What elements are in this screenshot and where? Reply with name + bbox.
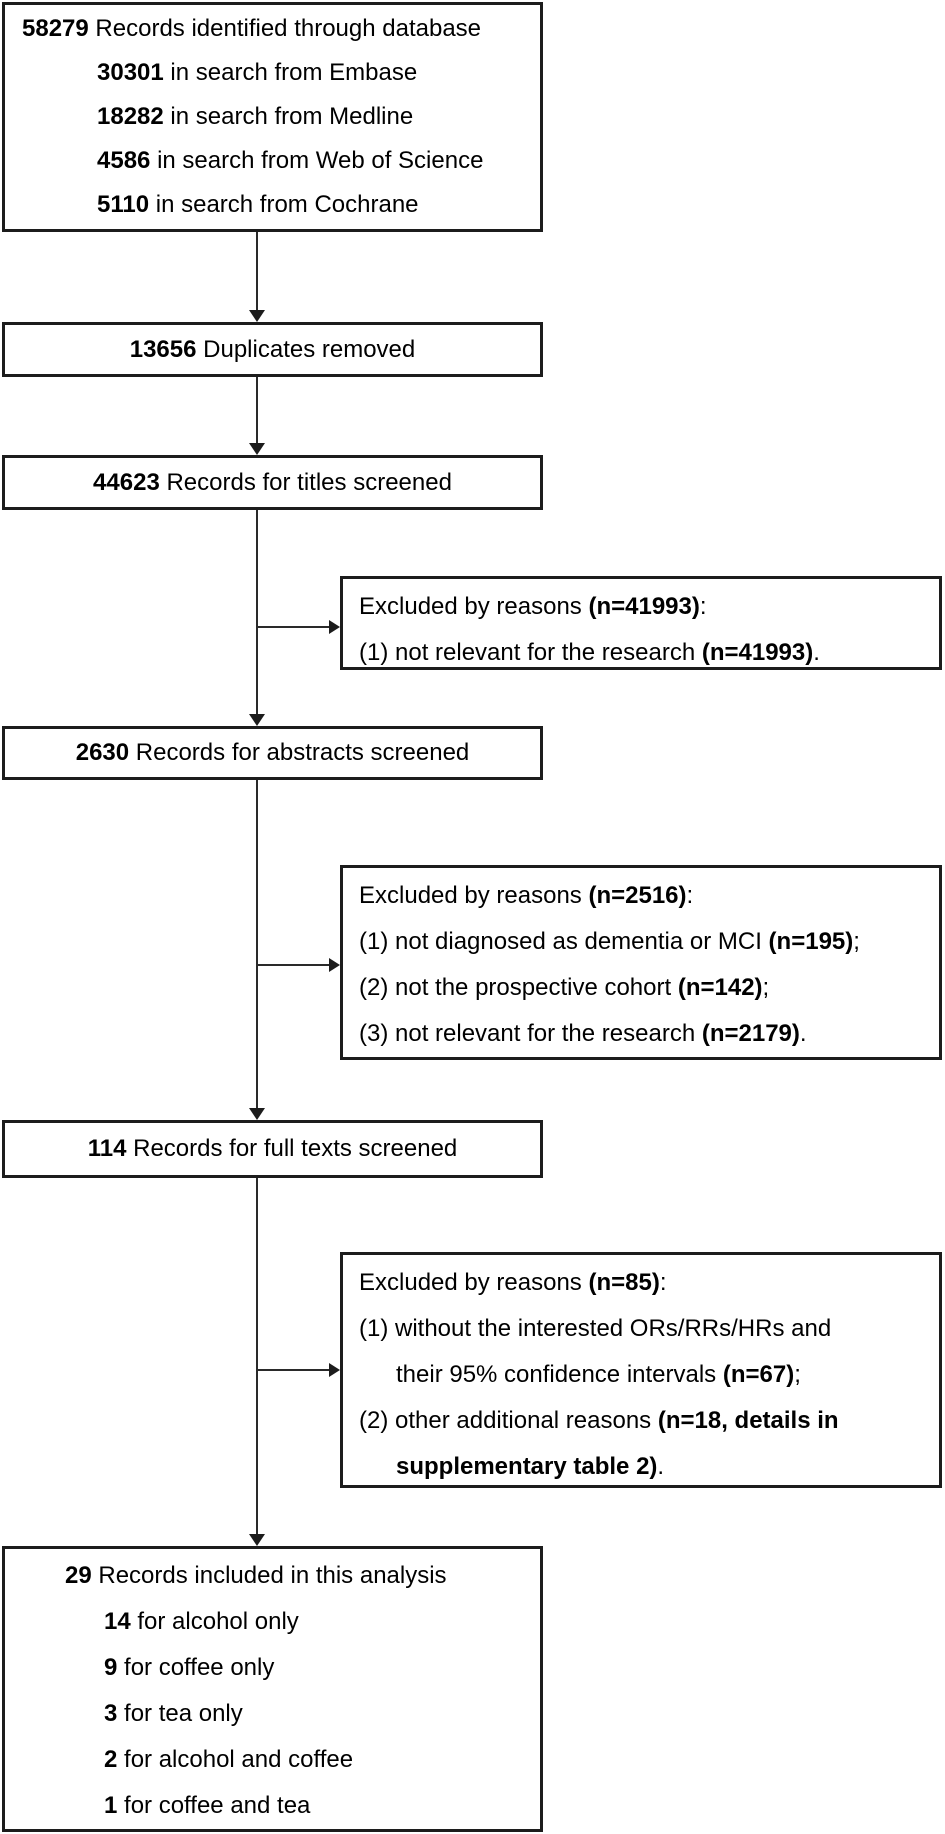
duplicates-removed-label: 13656 Duplicates removed	[129, 335, 416, 363]
excluded-reason-line: (2) other additional reasons (n=18, deta…	[359, 1407, 839, 1434]
excluded-reason-line: supplementary table 2).	[396, 1453, 665, 1480]
included-line: 3 for tea only	[104, 1700, 243, 1727]
identification-line: 18282 in search from Medline	[97, 103, 414, 130]
included-line: 14 for alcohol only	[104, 1608, 299, 1635]
excluded-reason-line: (1) not diagnosed as dementia or MCI (n=…	[359, 928, 860, 955]
branch-line	[257, 1369, 329, 1371]
excluded-reason-line: Excluded by reasons (n=41993):	[359, 593, 707, 620]
excluded-reason-line: (1) not relevant for the research (n=419…	[359, 639, 820, 666]
excluded-reason-line: their 95% confidence intervals (n=67);	[396, 1361, 801, 1388]
excluded-fulltexts-box: Excluded by reasons (n=85): (1) without …	[340, 1252, 942, 1488]
arrow-down-icon	[249, 1108, 265, 1120]
included-line: 2 for alcohol and coffee	[104, 1746, 354, 1773]
arrow-down-icon	[249, 443, 265, 455]
included-box: 29 Records included in this analysis 14 …	[2, 1546, 543, 1832]
identification-line: 5110 in search from Cochrane	[97, 191, 419, 218]
abstracts-screened-box: 2630 Records for abstracts screened	[2, 726, 543, 780]
flow-line	[256, 510, 258, 715]
included-line: 1 for coffee and tea	[104, 1792, 311, 1819]
arrow-right-icon	[329, 1363, 340, 1377]
abstracts-screened-label: 2630 Records for abstracts screened	[75, 739, 470, 766]
fulltexts-screened-label: 114 Records for full texts screened	[87, 1135, 458, 1162]
excluded-abstracts-box: Excluded by reasons (n=2516): (1) not di…	[340, 865, 942, 1060]
excluded-reason-line: (2) not the prospective cohort (n=142);	[359, 974, 770, 1001]
excluded-reason-line: Excluded by reasons (n=85):	[359, 1269, 667, 1296]
arrow-down-icon	[249, 714, 265, 726]
fulltexts-screened-box: 114 Records for full texts screened	[2, 1120, 543, 1178]
duplicates-removed-box: 13656 Duplicates removed	[2, 322, 543, 377]
branch-line	[257, 626, 329, 628]
included-line: 29 Records included in this analysis	[65, 1562, 447, 1589]
arrow-down-icon	[249, 1534, 265, 1546]
identification-line: 4586 in search from Web of Science	[97, 147, 484, 174]
titles-screened-box: 44623 Records for titles screened	[2, 455, 543, 510]
flow-line	[256, 377, 258, 444]
excluded-reason-line: Excluded by reasons (n=2516):	[359, 882, 694, 909]
arrow-down-icon	[249, 310, 265, 322]
branch-line	[257, 964, 329, 966]
identification-line: 58279 Records identified through databas…	[22, 15, 482, 42]
flow-line	[256, 780, 258, 1109]
excluded-titles-box: Excluded by reasons (n=41993): (1) not r…	[340, 576, 942, 670]
identification-box: 58279 Records identified through databas…	[2, 2, 543, 232]
included-line: 9 for coffee only	[104, 1654, 275, 1681]
excluded-reason-line: (3) not relevant for the research (n=217…	[359, 1020, 807, 1047]
identification-line: 30301 in search from Embase	[97, 59, 418, 86]
arrow-right-icon	[329, 958, 340, 972]
flow-line	[256, 232, 258, 311]
flow-line	[256, 1178, 258, 1535]
excluded-reason-line: (1) without the interested ORs/RRs/HRs a…	[359, 1315, 832, 1342]
titles-screened-label: 44623 Records for titles screened	[93, 468, 452, 496]
arrow-right-icon	[329, 620, 340, 634]
